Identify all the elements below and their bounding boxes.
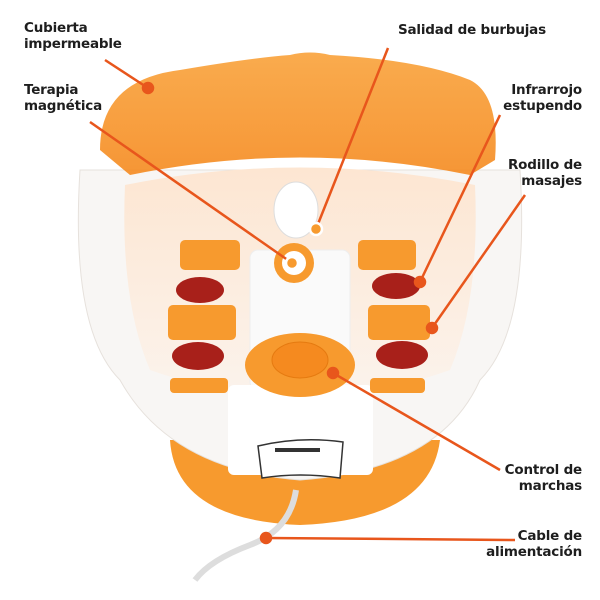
- label-salida: Salidad de burbujas: [398, 22, 546, 38]
- bubble-outlet: [273, 181, 319, 239]
- power-cable: [192, 489, 299, 582]
- callout-lines: [89, 47, 527, 545]
- lid-rim: [100, 52, 496, 175]
